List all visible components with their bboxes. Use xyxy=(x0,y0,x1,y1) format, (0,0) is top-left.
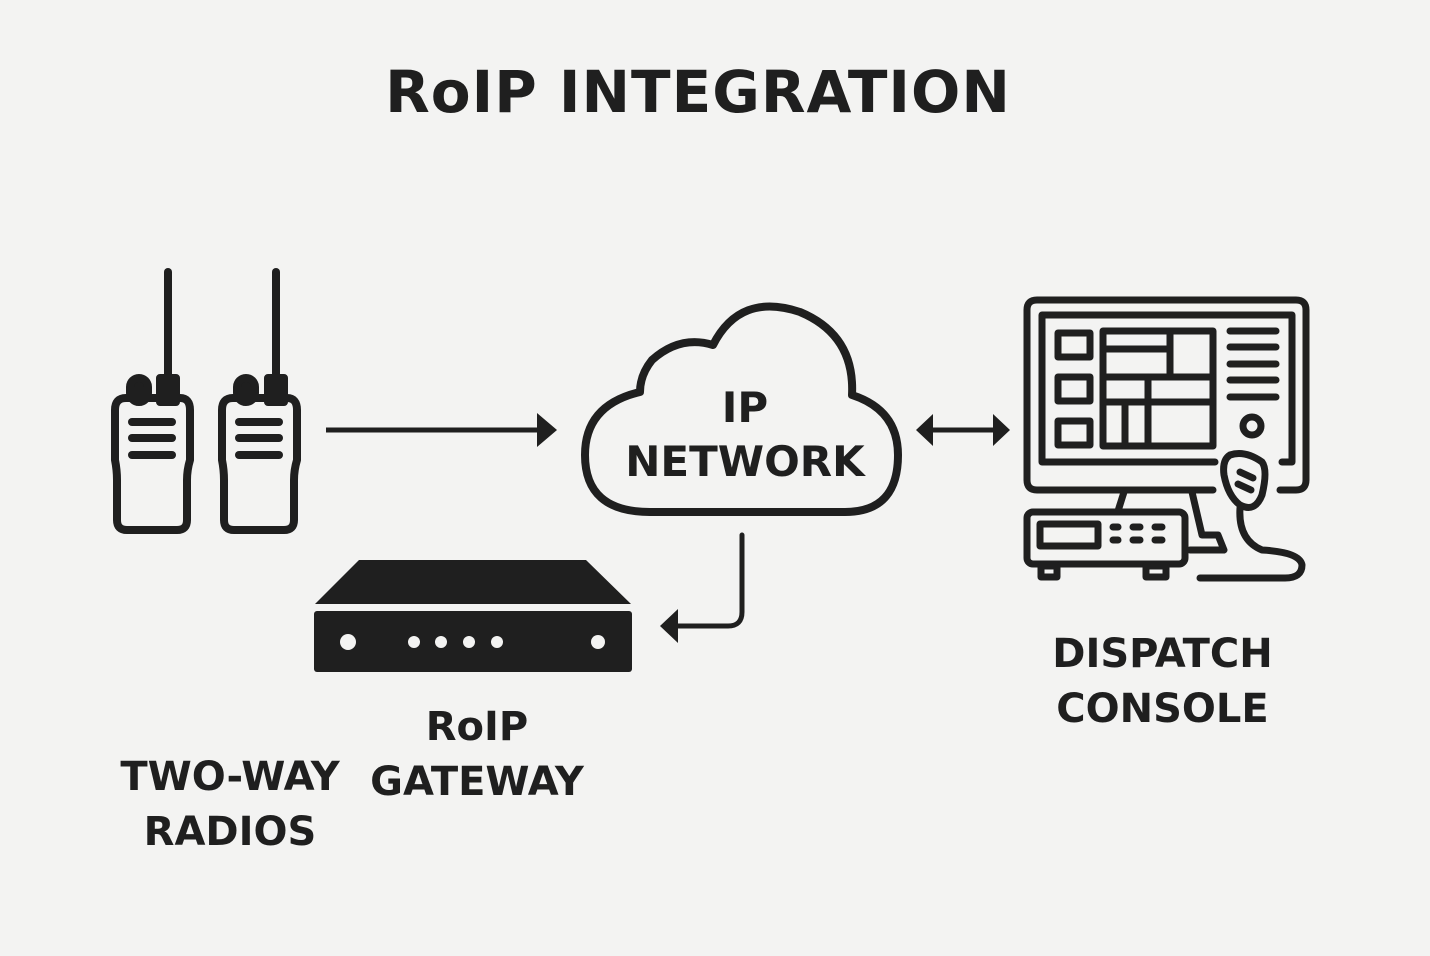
radio-left xyxy=(111,268,194,534)
console-label-line1: DISPATCH xyxy=(1052,631,1273,677)
console-label-line2: CONSOLE xyxy=(1056,686,1269,732)
gateway-device-icon xyxy=(314,560,632,672)
network-label-line2: NETWORK xyxy=(625,437,865,486)
arrow-network-console-bidirectional xyxy=(916,414,1010,446)
radios-label-line2: RADIOS xyxy=(143,809,317,855)
walkie-talkie-icon xyxy=(111,268,301,534)
radios-label-line1: TWO-WAY xyxy=(120,754,340,800)
gateway-label-line2: GATEWAY xyxy=(370,759,584,805)
cloud-icon xyxy=(581,302,902,516)
radio-right xyxy=(218,268,301,534)
diagram-title: RoIP INTEGRATION xyxy=(385,58,1011,126)
dispatch-console-icon xyxy=(1023,296,1310,582)
arrow-network-to-gateway xyxy=(660,532,745,643)
gateway-label-line1: RoIP xyxy=(425,704,529,750)
network-label-line1: IP xyxy=(721,383,769,432)
arrow-radios-to-network xyxy=(326,413,557,447)
